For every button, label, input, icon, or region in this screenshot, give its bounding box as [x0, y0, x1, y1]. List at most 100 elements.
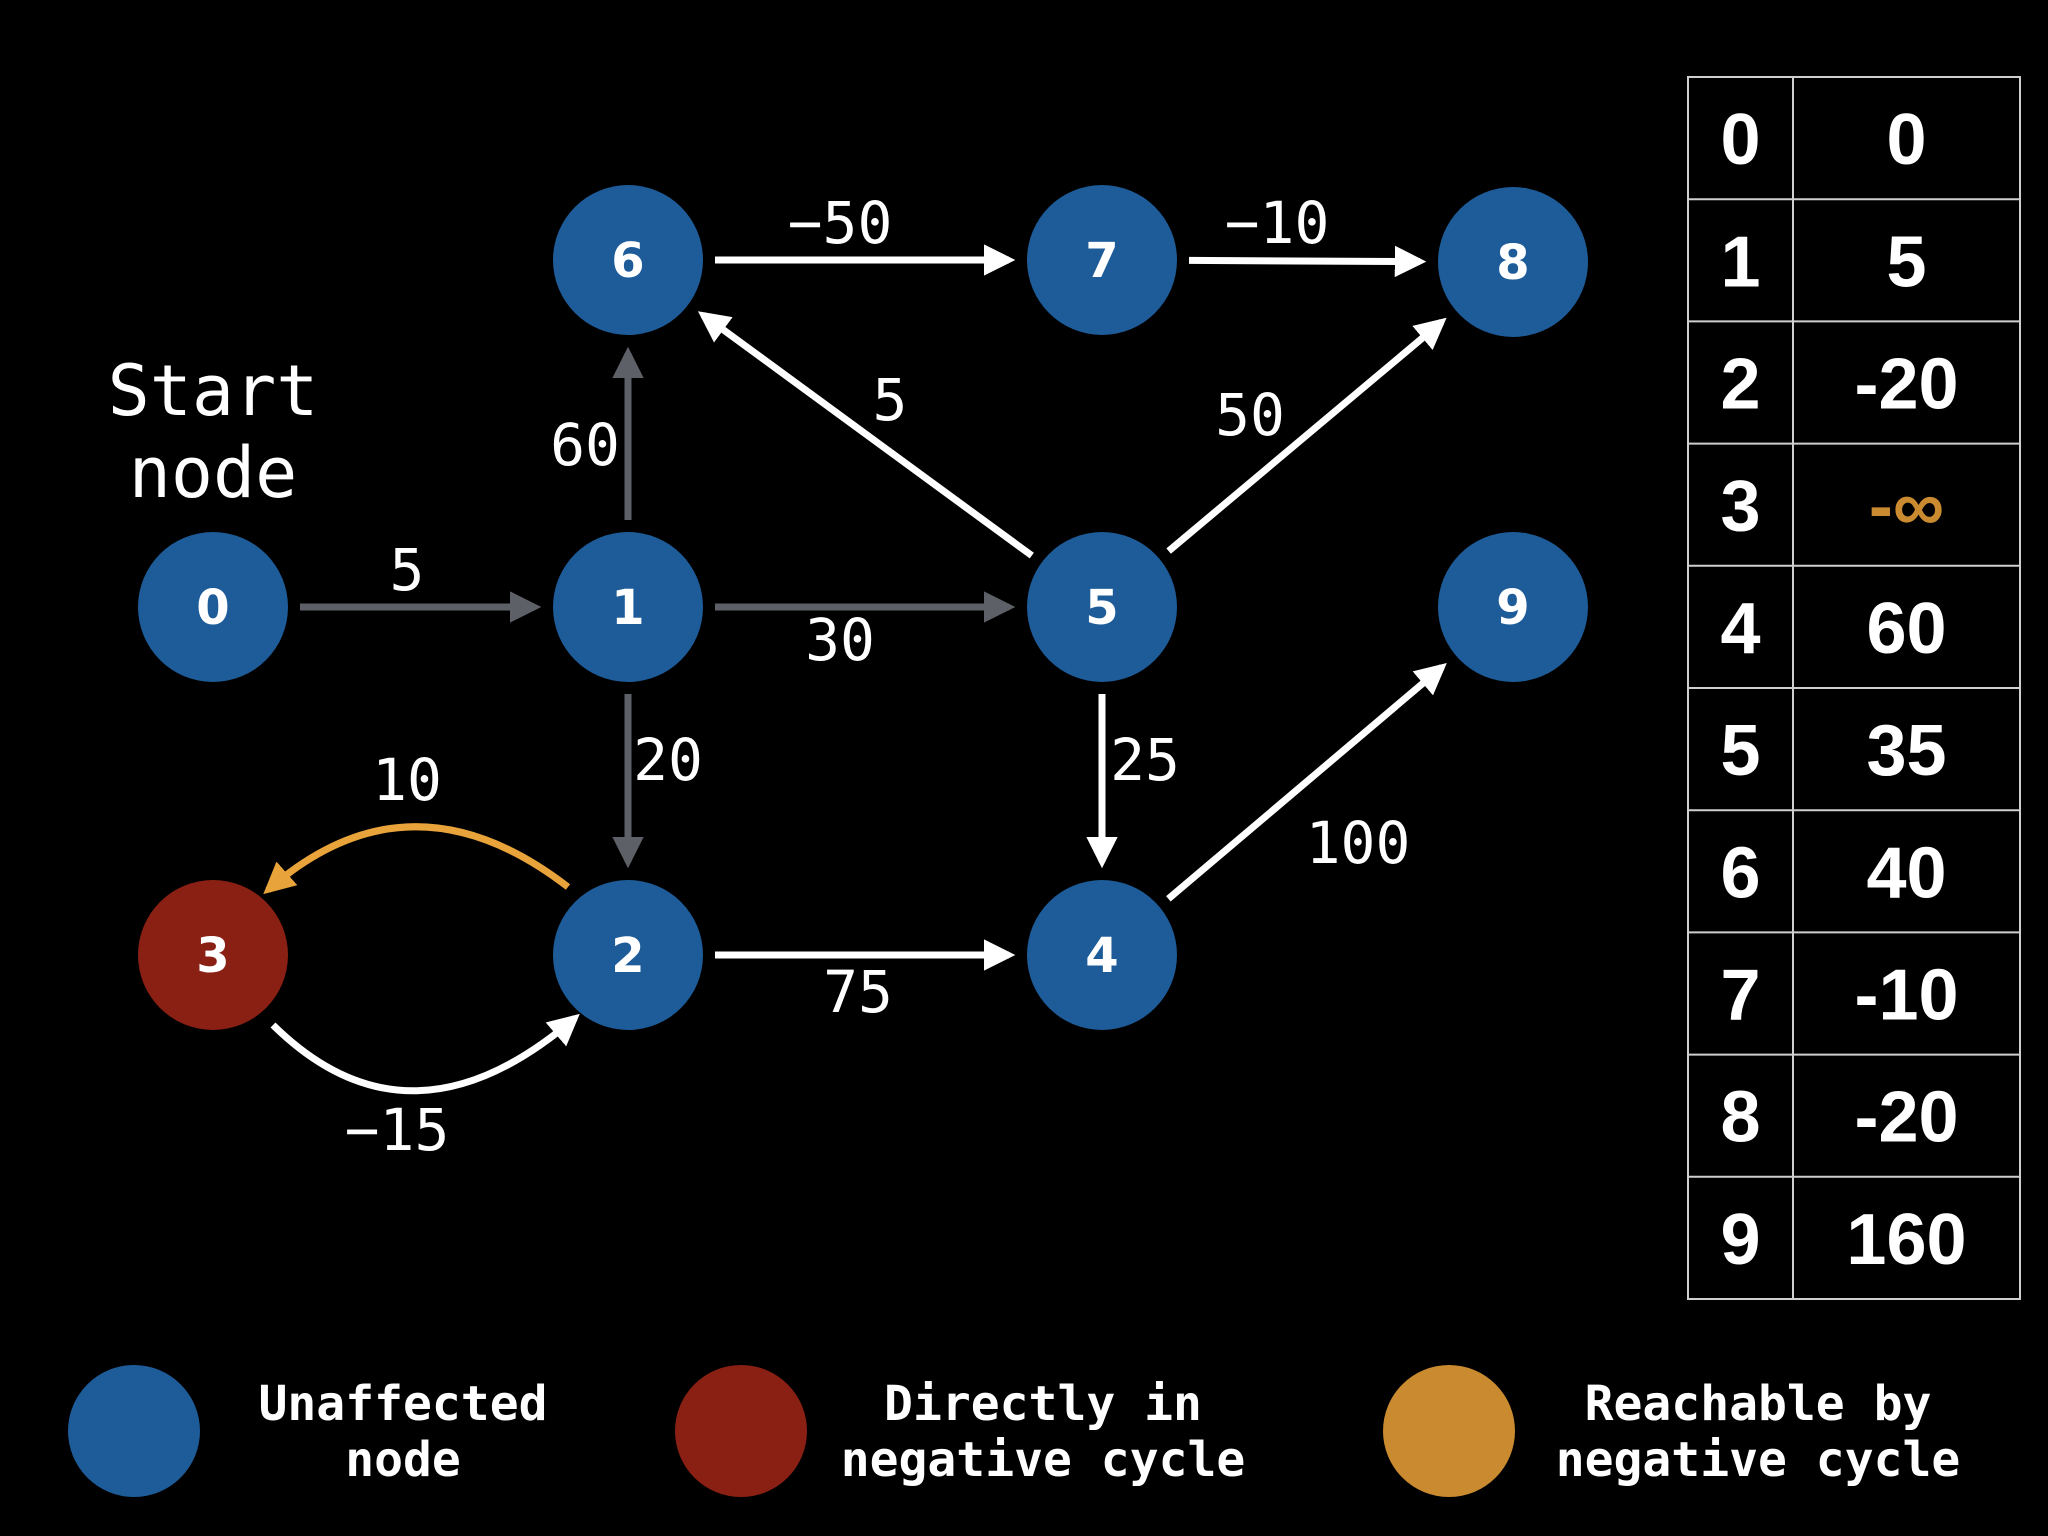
- node-circle: [553, 880, 703, 1030]
- legend-label: negative cycle: [1556, 1432, 1961, 1488]
- table-distance-cell: 5: [1886, 222, 1926, 302]
- table-node-cell: 8: [1720, 1078, 1760, 1158]
- table-distance-cell: -10: [1854, 956, 1958, 1036]
- table-row: 3 -∞: [1720, 467, 1944, 547]
- node-label: 3: [196, 928, 229, 984]
- legend-label: node: [345, 1432, 461, 1488]
- node-9: 9: [1438, 532, 1588, 682]
- table-node-cell: 9: [1720, 1200, 1760, 1280]
- nodes: 0 1 2 3 4 5 6 7 8 9: [138, 185, 1588, 1030]
- node-label: 1: [611, 580, 644, 636]
- node-label: 8: [1496, 235, 1529, 291]
- edge-3-2: [270, 1013, 580, 1095]
- node-label: 4: [1085, 928, 1118, 984]
- edge-weight-1-6: 60: [550, 411, 620, 479]
- table-node-cell: 4: [1720, 589, 1760, 669]
- table-node-cell: 1: [1720, 222, 1760, 302]
- node-circle: [138, 532, 288, 682]
- legend-swatch: [68, 1365, 200, 1497]
- node-circle: [1027, 185, 1177, 335]
- node-label: 0: [196, 580, 229, 636]
- edge-weight-1-5: 30: [805, 606, 875, 674]
- node-2: 2: [553, 880, 703, 1030]
- node-label: 7: [1085, 233, 1118, 289]
- table-row: 5 35: [1720, 711, 1946, 791]
- node-label: 6: [611, 233, 644, 289]
- node-label: 9: [1496, 580, 1529, 636]
- edge-weight-0-1: 5: [390, 536, 425, 604]
- table-row: 9 160: [1720, 1200, 1966, 1280]
- node-circle: [553, 185, 703, 335]
- edge-2-3: [263, 823, 571, 895]
- table-row: 7 -10: [1720, 956, 1958, 1036]
- legend-swatch: [1383, 1365, 1515, 1497]
- table-distance-cell: 0: [1886, 100, 1926, 180]
- node-label: 2: [611, 928, 644, 984]
- edge-weight-1-2: 20: [633, 726, 703, 794]
- table-node-cell: 0: [1720, 100, 1760, 180]
- table-distance-cell: 40: [1866, 833, 1946, 913]
- node-0: 0: [138, 532, 288, 682]
- edge-7-8: [1188, 245, 1427, 278]
- table-row: 4 60: [1720, 589, 1946, 669]
- table-node-cell: 3: [1720, 467, 1760, 547]
- edge-5-6: [697, 311, 1034, 559]
- table-distance-cell: -∞: [1869, 467, 1944, 547]
- node-3: 3: [138, 880, 288, 1030]
- table-row: 6 40: [1720, 833, 1946, 913]
- node-1: 1: [553, 532, 703, 682]
- node-7: 7: [1027, 185, 1177, 335]
- node-circle: [1027, 532, 1177, 682]
- legend-label: Unaffected: [259, 1376, 548, 1432]
- table-distance-cell: 60: [1866, 589, 1946, 669]
- legend-label: Reachable by: [1585, 1376, 1932, 1432]
- legend-label: Directly in: [884, 1376, 1202, 1432]
- node-6: 6: [553, 185, 703, 335]
- node-circle: [1438, 532, 1588, 682]
- table-node-cell: 6: [1720, 833, 1760, 913]
- table-distance-cell: -20: [1854, 345, 1958, 425]
- table-row: 2 -20: [1720, 345, 1958, 425]
- edge-weight-2-4: 75: [823, 958, 893, 1026]
- edges: [263, 244, 1447, 1095]
- table-distance-cell: 160: [1846, 1200, 1966, 1280]
- edge-weight-5-6: 5: [873, 366, 908, 434]
- node-5: 5: [1027, 532, 1177, 682]
- table-distance-cell: 35: [1866, 711, 1946, 791]
- edge-4-9: [1166, 663, 1447, 902]
- edge-weight-2-3: 10: [372, 746, 442, 814]
- table-node-cell: 5: [1720, 711, 1760, 791]
- node-8: 8: [1438, 187, 1588, 337]
- table-node-cell: 2: [1720, 345, 1760, 425]
- legend-label: negative cycle: [841, 1432, 1246, 1488]
- edge-weight-5-4: 25: [1110, 726, 1180, 794]
- start-node-label-line2: node: [129, 432, 298, 514]
- edge-weight-7-8: −10: [1225, 189, 1330, 257]
- node-circle: [1027, 880, 1177, 1030]
- start-node-label-line1: Start: [108, 350, 319, 432]
- edge-weight-4-9: 100: [1306, 809, 1411, 877]
- table-node-cell: 7: [1720, 956, 1760, 1036]
- edge-weight-3-2: −15: [345, 1096, 450, 1164]
- table-distance-cell: -20: [1854, 1078, 1958, 1158]
- edge-weight-5-8: 50: [1215, 381, 1285, 449]
- edge-5-8: [1166, 317, 1447, 554]
- node-label: 5: [1085, 580, 1118, 636]
- edge-weight-6-7: −50: [788, 189, 893, 257]
- legend-swatch: [675, 1365, 807, 1497]
- table-row: 8 -20: [1720, 1078, 1958, 1158]
- node-circle: [553, 532, 703, 682]
- node-circle: [138, 880, 288, 1030]
- node-4: 4: [1027, 880, 1177, 1030]
- node-circle: [1438, 187, 1588, 337]
